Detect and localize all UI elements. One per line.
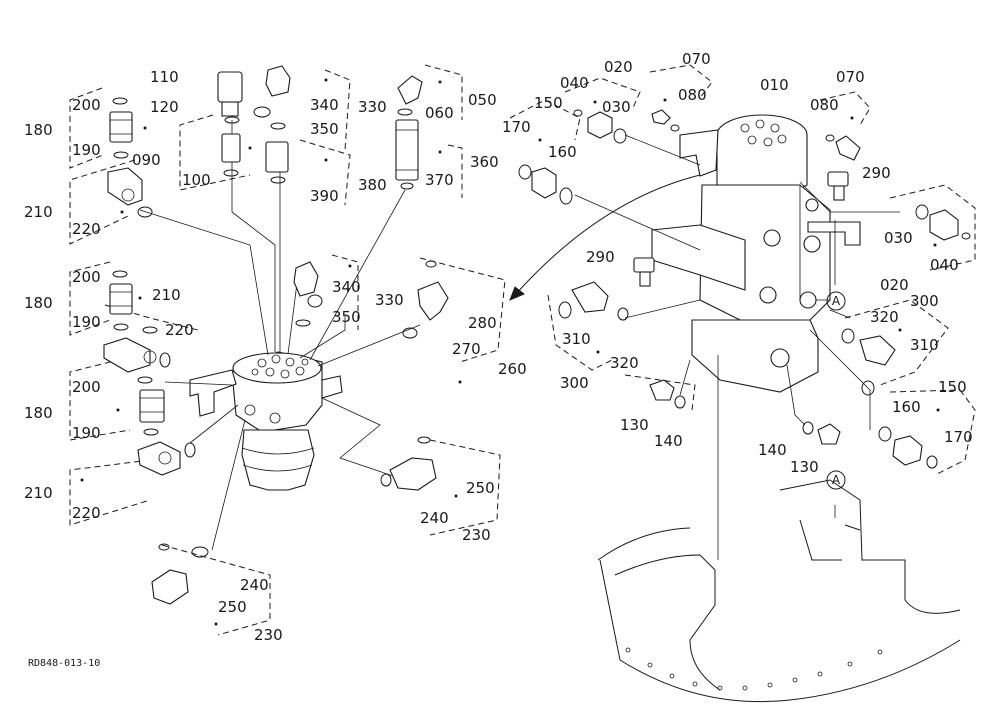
part-label: 080	[678, 86, 707, 104]
part-label: 210	[24, 484, 53, 502]
part-label: 310	[910, 336, 939, 354]
fittings-right	[518, 109, 971, 469]
view-marker-a: A A	[826, 291, 846, 490]
part-label: 010	[760, 76, 789, 94]
part-label: 160	[892, 398, 921, 416]
part-label: 190	[72, 313, 101, 331]
part-label: 220	[165, 321, 194, 339]
part-label: 370	[425, 171, 454, 189]
part-label: 130	[620, 416, 649, 434]
part-label: 320	[870, 308, 899, 326]
part-label: 130	[790, 458, 819, 476]
part-label: 320	[610, 354, 639, 372]
part-label: 020	[880, 276, 909, 294]
part-label: 160	[548, 143, 577, 161]
part-label: 110	[150, 68, 179, 86]
part-label: 250	[218, 598, 247, 616]
part-label: 220	[72, 504, 101, 522]
part-label: 220	[72, 220, 101, 238]
part-label: 060	[425, 104, 454, 122]
part-label: 180	[24, 121, 53, 139]
part-label: 030	[602, 98, 631, 116]
part-label: 270	[452, 340, 481, 358]
group-brackets-right	[509, 64, 976, 476]
part-label: 230	[254, 626, 283, 644]
part-label: 100	[182, 171, 211, 189]
part-label: 290	[862, 164, 891, 182]
part-label: 240	[420, 509, 449, 527]
part-label: 040	[930, 256, 959, 274]
part-label: 250	[466, 479, 495, 497]
part-label: 230	[462, 526, 491, 544]
view-marker-label-bottom: A	[832, 473, 841, 487]
view-marker-label-top: A	[832, 294, 841, 308]
fittings-left	[103, 65, 449, 605]
part-label: 340	[310, 96, 339, 114]
part-label: 070	[682, 50, 711, 68]
part-label: 210	[24, 203, 53, 221]
part-label: 090	[132, 151, 161, 169]
part-label: 020	[604, 58, 633, 76]
part-label: 290	[586, 248, 615, 266]
part-label: 360	[470, 153, 499, 171]
part-label: 380	[358, 176, 387, 194]
group-brackets-left	[69, 64, 506, 636]
part-label: 210	[152, 286, 181, 304]
leader-dots	[80, 78, 940, 626]
part-label: 150	[534, 94, 563, 112]
part-label: 140	[758, 441, 787, 459]
part-label: 330	[375, 291, 404, 309]
part-label: 190	[72, 424, 101, 442]
view-marker-circle-top	[826, 291, 846, 311]
view-marker-circle-bottom	[826, 470, 846, 490]
part-label: 330	[358, 98, 387, 116]
part-label: 050	[468, 91, 497, 109]
part-number-labels: 180 200 190 210 220 180 200 190 210 220 …	[24, 50, 973, 644]
part-label: 170	[502, 118, 531, 136]
part-label: 200	[72, 378, 101, 396]
part-label: 350	[332, 308, 361, 326]
part-label: 260	[498, 360, 527, 378]
part-label: 180	[24, 404, 53, 422]
part-label: 200	[72, 268, 101, 286]
part-label: 120	[150, 98, 179, 116]
left-swivel-joint	[139, 120, 421, 551]
part-label: 070	[836, 68, 865, 86]
part-label: 080	[810, 96, 839, 114]
right-assembled-view	[509, 114, 961, 703]
part-label: 300	[910, 292, 939, 310]
part-label: 030	[884, 229, 913, 247]
part-label: 280	[468, 314, 497, 332]
part-label: 190	[72, 141, 101, 159]
part-label: 390	[310, 187, 339, 205]
part-label: 300	[560, 374, 589, 392]
part-label: 310	[562, 330, 591, 348]
part-label: 170	[944, 428, 973, 446]
part-label: 180	[24, 294, 53, 312]
part-label: 140	[654, 432, 683, 450]
part-label: 200	[72, 96, 101, 114]
part-label: 240	[240, 576, 269, 594]
part-label: 040	[560, 74, 589, 92]
part-label: 150	[938, 378, 967, 396]
part-label: 350	[310, 120, 339, 138]
drawing-code: RD848-013-10	[28, 658, 100, 669]
part-label: 340	[332, 278, 361, 296]
